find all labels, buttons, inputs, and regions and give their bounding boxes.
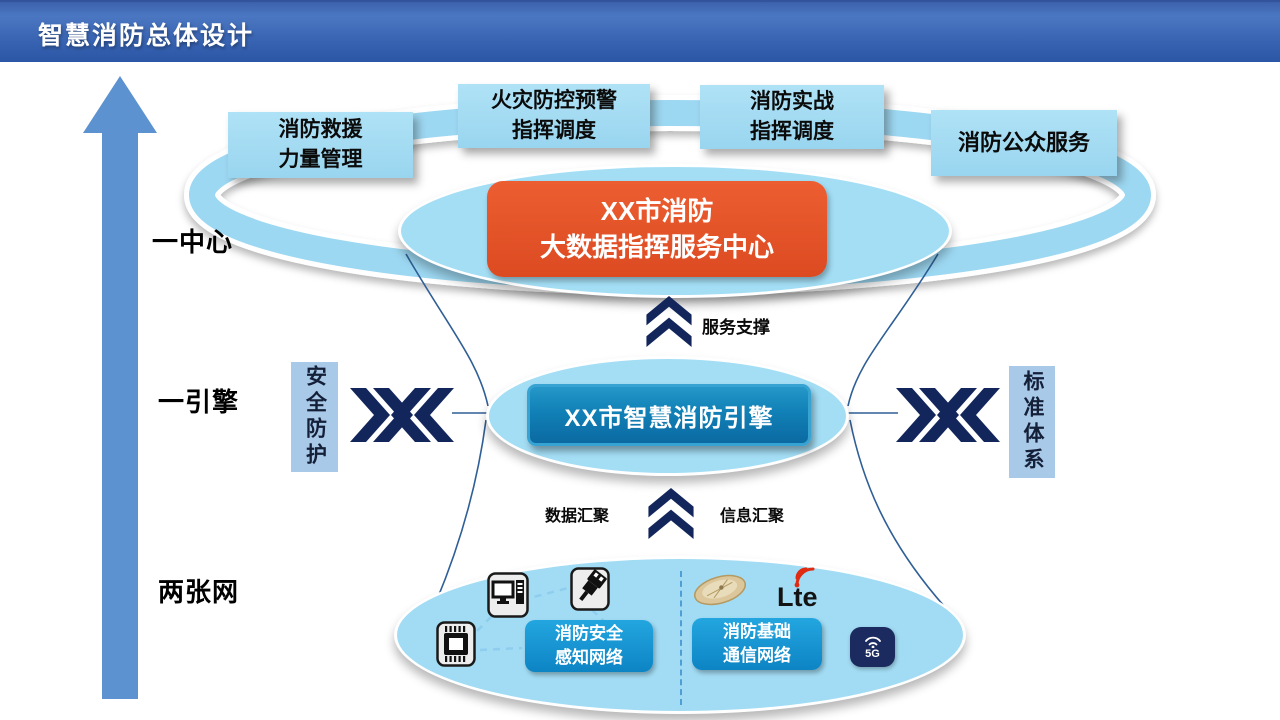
app-box-fire-warning: 火灾防控预警 指挥调度	[458, 84, 650, 148]
big-data-center-box: XX市消防 大数据指挥服务中心	[487, 181, 827, 277]
security-protection-tag: 安全防护	[291, 362, 338, 472]
network-divider	[680, 571, 682, 705]
computer-icon	[487, 572, 529, 618]
wifi-arcs-icon	[864, 636, 881, 648]
chevron-up-double-icon	[648, 488, 694, 540]
engine-ellipse: XX市智慧消防引擎	[486, 356, 849, 476]
app-box-combat-command: 消防实战 指挥调度	[700, 85, 884, 149]
data-exchange-chevrons-icon	[896, 388, 1000, 442]
app-box-public-service: 消防公众服务	[931, 110, 1117, 176]
smart-fire-engine-box: XX市智慧消防引擎	[527, 384, 811, 446]
app-box-rescue: 消防救援 力量管理	[228, 112, 413, 178]
chip-icon	[436, 621, 476, 667]
up-arrow-icon	[83, 76, 157, 699]
page-title: 智慧消防总体设计	[38, 22, 255, 50]
lte-label: Lte	[777, 582, 818, 612]
data-aggregation-label: 数据汇聚	[545, 508, 610, 525]
layer-label-network: 两张网	[158, 577, 240, 607]
layer-label-engine: 一引擎	[158, 387, 240, 417]
sensing-network-box: 消防安全 感知网络	[525, 620, 653, 672]
satellite-dish-icon	[694, 574, 746, 606]
standard-system-tag: 标准体系	[1009, 366, 1055, 478]
header-bar: 智慧消防总体设计	[0, 0, 1280, 62]
chevron-up-double-icon	[646, 296, 692, 348]
usb-plug-icon	[570, 567, 610, 611]
center-ellipse: XX市消防 大数据指挥服务中心	[398, 164, 952, 298]
service-support-label: 服务支撑	[702, 318, 770, 337]
comm-network-box: 消防基础 通信网络	[692, 618, 822, 670]
lte-signal-icon	[794, 567, 815, 588]
info-aggregation-label: 信息汇聚	[720, 508, 785, 525]
layer-label-center: 一中心	[152, 227, 234, 257]
wifi-5g-icon: 5G	[850, 627, 895, 667]
data-exchange-chevrons-icon	[350, 388, 454, 442]
five-g-label: 5G	[865, 647, 880, 660]
